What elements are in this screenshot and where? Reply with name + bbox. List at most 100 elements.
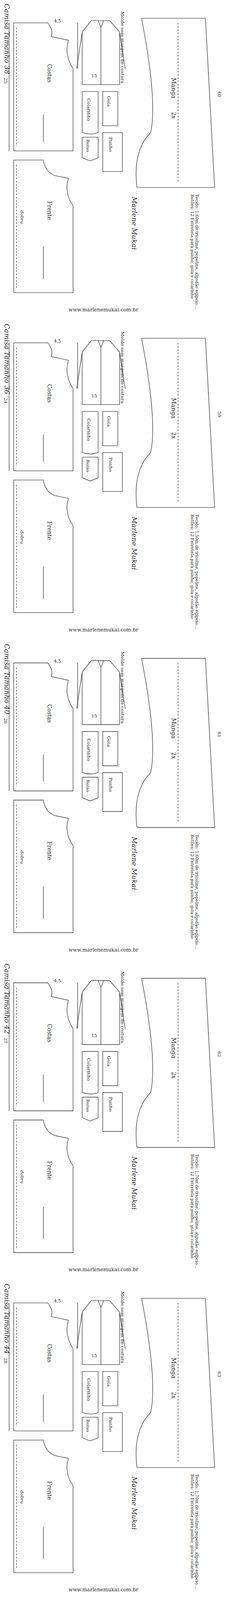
cut-count: 2x xyxy=(169,1070,177,1077)
signature: Marlene Mukai xyxy=(130,1474,138,1528)
bolso-piece xyxy=(82,456,99,481)
manga-center xyxy=(177,662,179,822)
piece-name: Punho xyxy=(107,1095,114,1110)
piece-name: Gola xyxy=(105,1373,112,1385)
dimension: 63 xyxy=(216,1369,222,1376)
dimension: 27 xyxy=(2,1035,9,1042)
size-title: Camisa Tamanho 40 xyxy=(2,642,11,714)
manga-piece xyxy=(136,18,215,188)
size-title: Camisa Tamanho 36 xyxy=(2,323,11,394)
piece-name: Bolso xyxy=(84,139,91,153)
dimension-line xyxy=(9,22,78,151)
piece-name: Gola xyxy=(105,415,112,426)
dimension: 59 xyxy=(216,410,222,417)
piece-name: Frente xyxy=(45,840,53,859)
fold-line xyxy=(15,1442,17,1566)
dimension-line xyxy=(9,662,78,790)
website: www.marlenemukai.com.br xyxy=(68,946,139,952)
pattern-panel xyxy=(9,1296,215,1571)
gola-piece xyxy=(102,1369,118,1404)
dimension: 24 xyxy=(2,397,9,404)
note: Molde sem margem de costura xyxy=(119,331,126,403)
gola-piece xyxy=(102,1049,118,1084)
signature: Marlene Mukai xyxy=(130,196,138,250)
piece-name: Frente xyxy=(45,520,53,540)
website: www.marlenemukai.com.br xyxy=(68,626,139,633)
grain-line xyxy=(42,885,44,918)
gola-piece xyxy=(102,410,118,446)
piece-name: Manga xyxy=(169,1035,177,1057)
fabric-note: Tecido: 1,60m de tricoline, popeline, al… xyxy=(189,833,200,950)
grain-line xyxy=(42,1524,44,1557)
fold-note: dobra xyxy=(19,849,25,863)
dimension: 4,5 xyxy=(53,657,62,663)
shirt-sketch xyxy=(76,20,126,85)
bolso-piece xyxy=(82,136,99,161)
piece-name: Gola xyxy=(105,95,112,107)
note: Molde sem margem de costura xyxy=(119,11,126,84)
piece-name: Manga xyxy=(169,716,177,738)
piece-name: Frente xyxy=(45,1159,53,1178)
manga-center xyxy=(177,1300,179,1461)
frente-piece xyxy=(13,798,74,932)
piece-name: Colarinho xyxy=(85,417,92,441)
dimension: 4,5 xyxy=(53,976,62,983)
punho-piece xyxy=(102,1410,123,1450)
punho-piece xyxy=(102,771,123,811)
grain-line xyxy=(42,114,44,142)
piece-name: Manga xyxy=(169,77,177,99)
cut-count: 2x xyxy=(169,1389,177,1397)
colarinho-piece xyxy=(82,1369,99,1412)
dimension: 4,5 xyxy=(53,1296,62,1302)
fold-line xyxy=(15,985,17,1105)
dimension: 26 xyxy=(2,716,9,723)
cut-count: 2x xyxy=(169,751,177,758)
note: Molde sem margem de costura xyxy=(119,650,126,723)
pattern-panel xyxy=(9,337,215,612)
website: www.marlenemukai.com.br xyxy=(68,1265,139,1272)
fold-line xyxy=(15,1305,17,1425)
fabric-note: Tecido: 1,60m de tricoline, popeline, al… xyxy=(189,194,200,311)
signature: Marlene Mukai xyxy=(130,835,138,889)
website: www.marlenemukai.com.br xyxy=(68,1584,139,1591)
dimension: 4,5 xyxy=(53,337,62,344)
colarinho-piece xyxy=(82,730,99,773)
gola-piece xyxy=(102,730,118,765)
dimension: 60 xyxy=(216,91,222,98)
fold-line xyxy=(15,483,17,608)
manga-piece xyxy=(136,976,215,1146)
note: Molde sem margem de costura xyxy=(119,1289,126,1362)
website: www.marlenemukai.com.br xyxy=(68,306,139,313)
manga-center xyxy=(177,981,179,1141)
shirt-sketch xyxy=(76,340,126,405)
piece-name: Costas xyxy=(45,703,53,722)
piece-name: Punho xyxy=(107,456,114,472)
bolso-piece xyxy=(82,776,99,800)
costas-piece xyxy=(13,981,74,1109)
grain-line xyxy=(42,566,44,599)
piece-name: Colarinho xyxy=(85,737,92,761)
size-title: Camisa Tamanho 44 xyxy=(2,1281,11,1352)
piece-name: Costas xyxy=(45,1341,53,1361)
note: Molde sem margem de costura xyxy=(119,969,126,1042)
grain-line xyxy=(42,1392,44,1420)
piece-name: Punho xyxy=(107,136,114,152)
piece-name: Bolso xyxy=(84,458,91,472)
piece-name: Manga xyxy=(169,397,177,419)
manga-center xyxy=(177,22,179,183)
piece-name: Costas xyxy=(45,1022,53,1041)
signature: Marlene Mukai xyxy=(130,1154,138,1208)
fold-note: dobra xyxy=(19,529,25,544)
grain-line xyxy=(42,433,44,462)
fold-line xyxy=(15,666,17,786)
piece-name: Costas xyxy=(45,383,53,403)
fabric-note: Tecido: 1,70m de tricoline, popeline, al… xyxy=(189,1152,200,1269)
frente-piece xyxy=(13,159,74,293)
dimension: 15 xyxy=(91,392,98,399)
manga-piece xyxy=(136,1296,215,1466)
costas-piece xyxy=(13,342,74,471)
signature: Marlene Mukai xyxy=(130,515,138,569)
colarinho-piece xyxy=(82,91,99,134)
fold-line xyxy=(15,27,17,147)
